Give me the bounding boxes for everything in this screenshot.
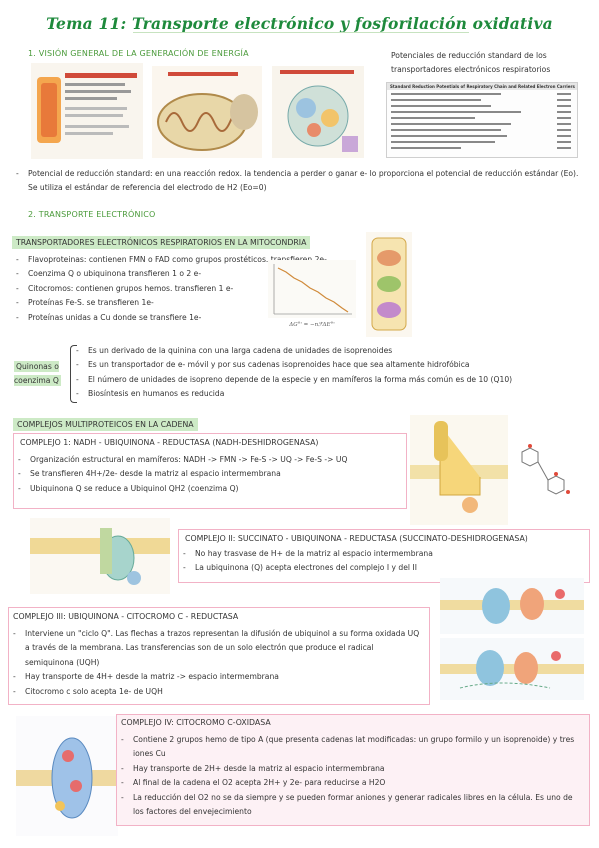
complex1-figure	[410, 415, 508, 525]
transporters-heading: TRANSPORTADORES ELECTRÓNICOS RESPIRATORI…	[12, 236, 311, 249]
list-item: Proteínas unidas a Cu donde se transfier…	[14, 311, 374, 326]
section2-heading: 2. TRANSPORTE ELECTRÓNICO	[28, 210, 156, 219]
list-item: Contiene 2 grupos hemo de tipo A (que pr…	[119, 733, 579, 762]
page-title: Tema 11: Transporte electrónico y fosfor…	[46, 14, 553, 33]
delta-g-formula: ΔG°' = −nℱΔE°'	[289, 322, 335, 328]
list-item: Organización estructural en mamíferos: N…	[16, 453, 402, 468]
list-item: Flavoproteinas: contienen FMN o FAD como…	[14, 253, 374, 268]
list-item: Es un derivado de la quinina con una lar…	[74, 344, 584, 359]
mitochondrion-complexes-figure	[366, 232, 412, 337]
list-item: La ubiquinona (Q) acepta electrones del …	[181, 561, 585, 576]
energy-levels-graph: ΔG°' = −nℱΔE°'	[268, 260, 356, 328]
complex4-figure	[16, 716, 118, 836]
list-item: Es un transportador de e- móvil y por su…	[74, 358, 584, 373]
transporters-list: Flavoproteinas: contienen FMN o FAD como…	[14, 253, 374, 325]
complejo2-box: COMPLEJO II: SUCCINATO - UBIQUINONA - RE…	[178, 529, 590, 583]
list-item: Biosíntesis en humanos es reducida	[74, 387, 584, 402]
list-item: No hay trasvase de H+ de la matriz al es…	[181, 547, 585, 562]
complejo3-title: COMPLEJO III: UBIQUINONA - CITOCROMO C -…	[13, 612, 239, 621]
energy-overview-figure	[31, 63, 143, 159]
list-item: La reducción del O2 no se da siempre y s…	[119, 791, 579, 820]
list-item: Ubiquinona Q se reduce a Ubiquinol QH2 (…	[16, 482, 402, 497]
complejo1-title: COMPLEJO 1: NADH - UBIQUINONA - REDUCTAS…	[20, 438, 319, 447]
list-item: Hay transporte de 4H+ desde la matriz ->…	[11, 670, 421, 685]
title-underline	[133, 32, 469, 33]
complex2-figure	[30, 518, 170, 594]
complex3-figure-top	[440, 578, 584, 634]
mitochondria-figure	[152, 66, 262, 158]
list-item: Citocromo c solo acepta 1e- de UQH	[11, 685, 421, 700]
table-title: Standard Reduction Potentials of Respira…	[387, 83, 577, 90]
complejo1-list: Organización estructural en mamíferos: N…	[16, 453, 402, 497]
complejo3-box: COMPLEJO III: UBIQUINONA - CITOCROMO C -…	[8, 607, 430, 705]
list-item: El número de unidades de isopreno depend…	[74, 373, 584, 388]
section1-heading: 1. VISIÓN GENERAL DE LA GENERACIÓN DE EN…	[28, 49, 249, 58]
quinonas-list: Es un derivado de la quinina con una lar…	[74, 344, 584, 402]
complejo4-title: COMPLEJO IV: CITOCROMO C-OXIDASA	[121, 718, 271, 727]
list-item: Se transfieren 4H+/2e- desde la matriz a…	[16, 467, 402, 482]
reduction-potentials-table: Standard Reduction Potentials of Respira…	[386, 82, 578, 158]
list-item: Al final de la cadena el O2 acepta 2H+ y…	[119, 776, 579, 791]
list-item: Hay transporte de 2H+ desde la matriz al…	[119, 762, 579, 777]
list-item: Coenzima Q o ubiquinona transfieren 1 o …	[14, 267, 374, 282]
section1-bullet: Potencial de reducción standard: en una …	[14, 167, 588, 196]
complejo4-box: COMPLEJO IV: CITOCROMO C-OXIDASA Contien…	[116, 714, 590, 826]
list-item: Proteínas Fe-S. se transfieren 1e-	[14, 296, 374, 311]
list-item: Citocromos: contienen grupos hemos. tran…	[14, 282, 374, 297]
respiratory-chain-figure	[272, 66, 364, 158]
ubiquinone-structure	[508, 440, 588, 514]
complejo3-list: Interviene un "ciclo Q". Las flechas a t…	[11, 627, 421, 699]
complejos-heading: COMPLEJOS MULTIPROTEICOS EN LA CADENA	[13, 418, 198, 431]
complejo2-list: No hay trasvase de H+ de la matriz al es…	[181, 547, 585, 576]
quinonas-label-text: Quinonas o coenzima Q	[14, 361, 61, 386]
complejo2-title: COMPLEJO II: SUCCINATO - UBIQUINONA - RE…	[185, 534, 528, 543]
list-item: Interviene un "ciclo Q". Las flechas a t…	[11, 627, 421, 670]
section1-right-note: Potenciales de reducción standard de los…	[391, 51, 551, 74]
complejo4-list: Contiene 2 grupos hemo de tipo A (que pr…	[119, 733, 579, 819]
quinonas-label: Quinonas o coenzima Q	[14, 360, 64, 388]
complejo1-box: COMPLEJO 1: NADH - UBIQUINONA - REDUCTAS…	[13, 433, 407, 509]
complex3-figure-bottom	[440, 638, 584, 700]
